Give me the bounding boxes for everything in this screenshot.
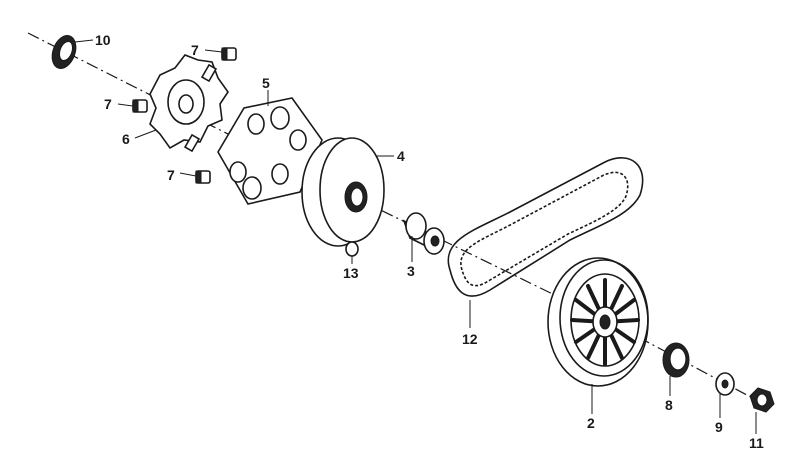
callout-4: 4 xyxy=(397,148,405,164)
callout-12: 12 xyxy=(462,331,478,347)
callout-6: 6 xyxy=(122,131,130,147)
callout-5: 5 xyxy=(262,75,270,91)
callout-9: 9 xyxy=(715,419,723,435)
callout-7-left: 7 xyxy=(104,96,112,112)
callout-7-bottom: 7 xyxy=(167,167,175,183)
part-11-nut xyxy=(749,387,775,413)
part-12-drive-belt xyxy=(447,157,644,297)
part-6-ramp-plate xyxy=(149,54,229,153)
part-10-oil-seal xyxy=(51,35,77,69)
part-4-movable-drive-face xyxy=(301,137,385,247)
part-8-washer xyxy=(662,342,690,378)
callout-7-top: 7 xyxy=(191,42,199,58)
callout-2: 2 xyxy=(587,415,595,431)
callout-10: 10 xyxy=(95,32,111,48)
part-9-flat-washer xyxy=(715,372,735,396)
part-7-slide-piece-c xyxy=(195,170,211,184)
part-3-collar xyxy=(402,212,445,255)
part-7-slide-piece-a xyxy=(221,47,237,61)
part-2-fixed-drive-face xyxy=(547,257,649,387)
center-axis xyxy=(27,32,761,403)
part-13-ring xyxy=(345,241,359,257)
callout-13: 13 xyxy=(343,265,359,281)
callout-11: 11 xyxy=(749,435,764,451)
part-7-slide-piece-b xyxy=(132,99,148,113)
leader-lines xyxy=(74,39,757,434)
part-5-roller-plate xyxy=(217,97,323,205)
callout-labels: 10 7 7 6 7 5 4 13 3 12 2 8 9 11 xyxy=(95,32,764,451)
callout-8: 8 xyxy=(665,397,673,413)
callout-3: 3 xyxy=(407,263,415,279)
